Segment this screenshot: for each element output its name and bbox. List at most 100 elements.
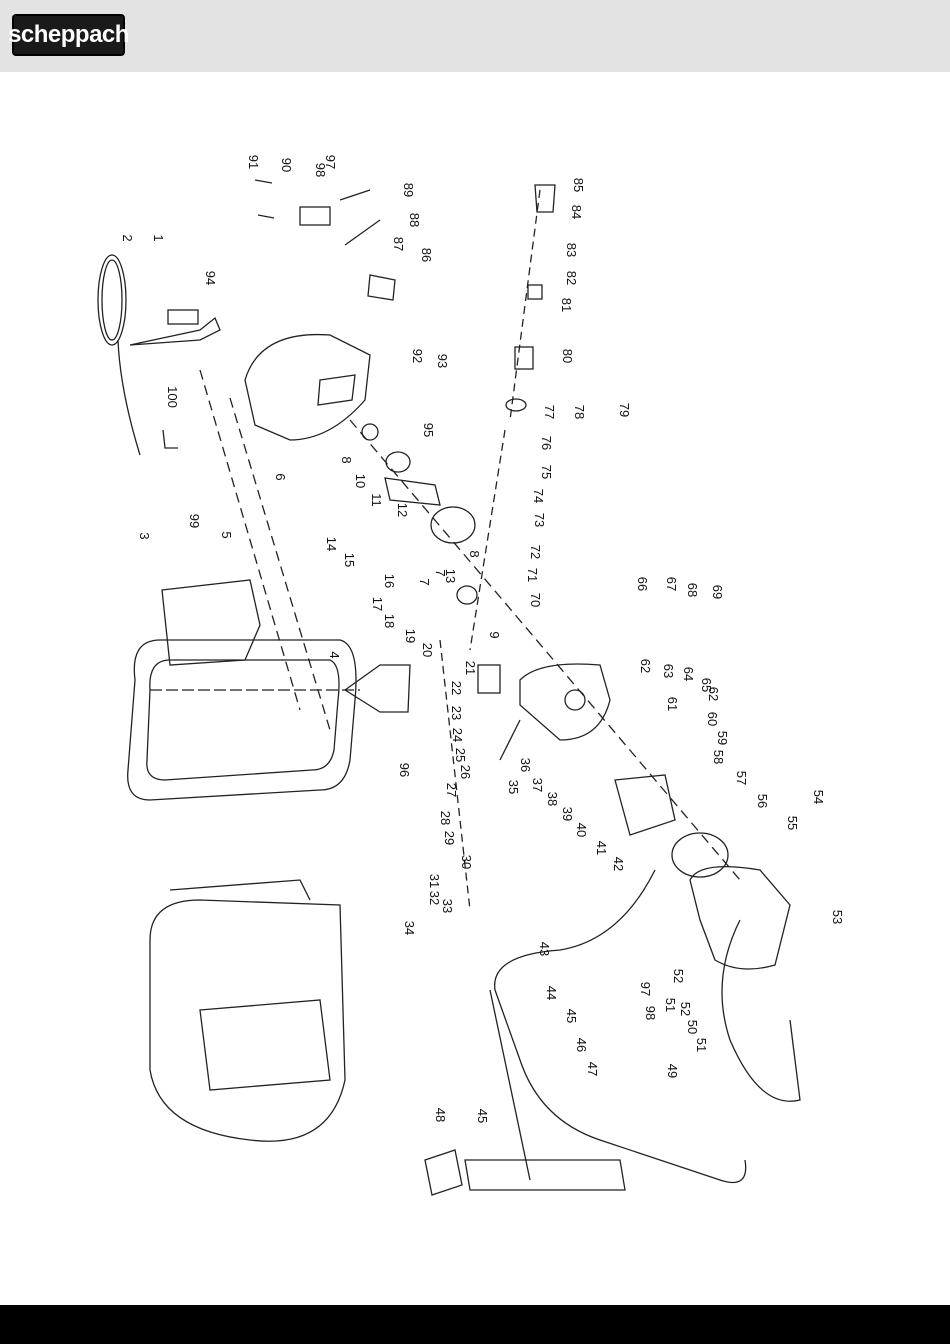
- part-label: 10: [353, 474, 368, 488]
- part-label: 91: [246, 155, 261, 169]
- part-label: 38: [545, 792, 560, 806]
- part-label: 7: [433, 569, 448, 576]
- gear: [430, 506, 476, 544]
- part-label: 81: [559, 298, 574, 312]
- part-label: 43: [537, 942, 552, 956]
- part-label: 14: [324, 537, 339, 551]
- part-label: 77: [542, 405, 557, 419]
- part-label: 54: [811, 790, 826, 804]
- part-label: 8: [467, 550, 482, 557]
- page-header: scheppach: [0, 0, 950, 72]
- part-label: 24: [450, 728, 465, 742]
- pump-block: [477, 664, 501, 694]
- part-label: 88: [407, 213, 422, 227]
- part-label: 12: [395, 503, 410, 517]
- part-label: 44: [544, 986, 559, 1000]
- part-label: 94: [203, 271, 218, 285]
- part-label: 13: [443, 569, 458, 583]
- part-label: 39: [560, 807, 575, 821]
- part-label: 45: [475, 1109, 490, 1123]
- part-label: 57: [734, 771, 749, 785]
- page-footer: [0, 1305, 950, 1344]
- part-label: 28: [438, 811, 453, 825]
- part-label: 7: [417, 578, 432, 585]
- part-label: 47: [585, 1062, 600, 1076]
- part-label: 23: [449, 706, 464, 720]
- part-label: 98: [313, 163, 328, 177]
- part-label: 33: [440, 899, 455, 913]
- part-label: 3: [137, 532, 152, 539]
- part-label: 98: [643, 1006, 658, 1020]
- part-label: 62: [638, 659, 653, 673]
- part-label: 89: [401, 183, 416, 197]
- part-label: 62: [706, 687, 721, 701]
- part-label: 16: [382, 574, 397, 588]
- part-label: 51: [663, 998, 678, 1012]
- part-label: 87: [391, 237, 406, 251]
- part-label: 1: [151, 234, 166, 241]
- part-label: 20: [420, 643, 435, 657]
- hose-coil: [97, 254, 127, 346]
- funnel: [343, 664, 411, 713]
- part-label: 42: [611, 857, 626, 871]
- part-label: 93: [435, 354, 450, 368]
- part-label: 70: [528, 593, 543, 607]
- part-label: 72: [528, 545, 543, 559]
- part-label: 51: [694, 1038, 709, 1052]
- part-label: 21: [463, 661, 478, 675]
- part-label: 19: [403, 629, 418, 643]
- part-label: 66: [635, 577, 650, 591]
- part-label: 58: [711, 750, 726, 764]
- part-label: 74: [531, 489, 546, 503]
- part-label: 50: [685, 1020, 700, 1034]
- part-label: 35: [506, 780, 521, 794]
- part-label: 27: [444, 783, 459, 797]
- part-label: 56: [755, 794, 770, 808]
- part-label: 45: [564, 1009, 579, 1023]
- part-label: 25: [453, 748, 468, 762]
- part-label: 64: [681, 667, 696, 681]
- part-label: 22: [449, 681, 464, 695]
- scheppach-logo: scheppach: [8, 14, 129, 56]
- housing: [689, 866, 791, 970]
- brand-name: scheppach: [8, 21, 129, 48]
- shield: [161, 579, 261, 666]
- part-label: 4: [327, 651, 342, 658]
- part-label: 40: [574, 823, 589, 837]
- part-label: 76: [539, 436, 554, 450]
- part-label: 82: [564, 271, 579, 285]
- part-label: 52: [671, 969, 686, 983]
- part-label: 84: [569, 205, 584, 219]
- part-label: 65: [699, 678, 714, 692]
- switch-plate: [299, 206, 331, 226]
- part-label: 92: [410, 349, 425, 363]
- part-label: 97: [638, 982, 653, 996]
- part-label: 73: [532, 513, 547, 527]
- part-label: 75: [539, 465, 554, 479]
- part-label: 61: [665, 697, 680, 711]
- cover: [244, 333, 371, 441]
- part-label: 99: [187, 514, 202, 528]
- part-label: 6: [273, 473, 288, 480]
- part-label: 96: [397, 763, 412, 777]
- part-label: 71: [525, 568, 540, 582]
- part-label: 48: [433, 1108, 448, 1122]
- spray-gun: [129, 316, 221, 346]
- part-label: 80: [560, 349, 575, 363]
- knob: [534, 184, 556, 213]
- motor: [614, 774, 676, 836]
- part-label: 36: [518, 758, 533, 772]
- part-label: 34: [402, 921, 417, 935]
- part-label: 30: [459, 855, 474, 869]
- part-label: 11: [369, 493, 384, 507]
- part-label: 79: [617, 403, 632, 417]
- part-label: 85: [571, 178, 586, 192]
- part-label: 60: [705, 712, 720, 726]
- part-label: 49: [665, 1064, 680, 1078]
- part-label: 90: [279, 158, 294, 172]
- part-label: 41: [594, 841, 609, 855]
- part-label: 8: [339, 456, 354, 463]
- part-label: 15: [342, 553, 357, 567]
- part-label: 68: [685, 583, 700, 597]
